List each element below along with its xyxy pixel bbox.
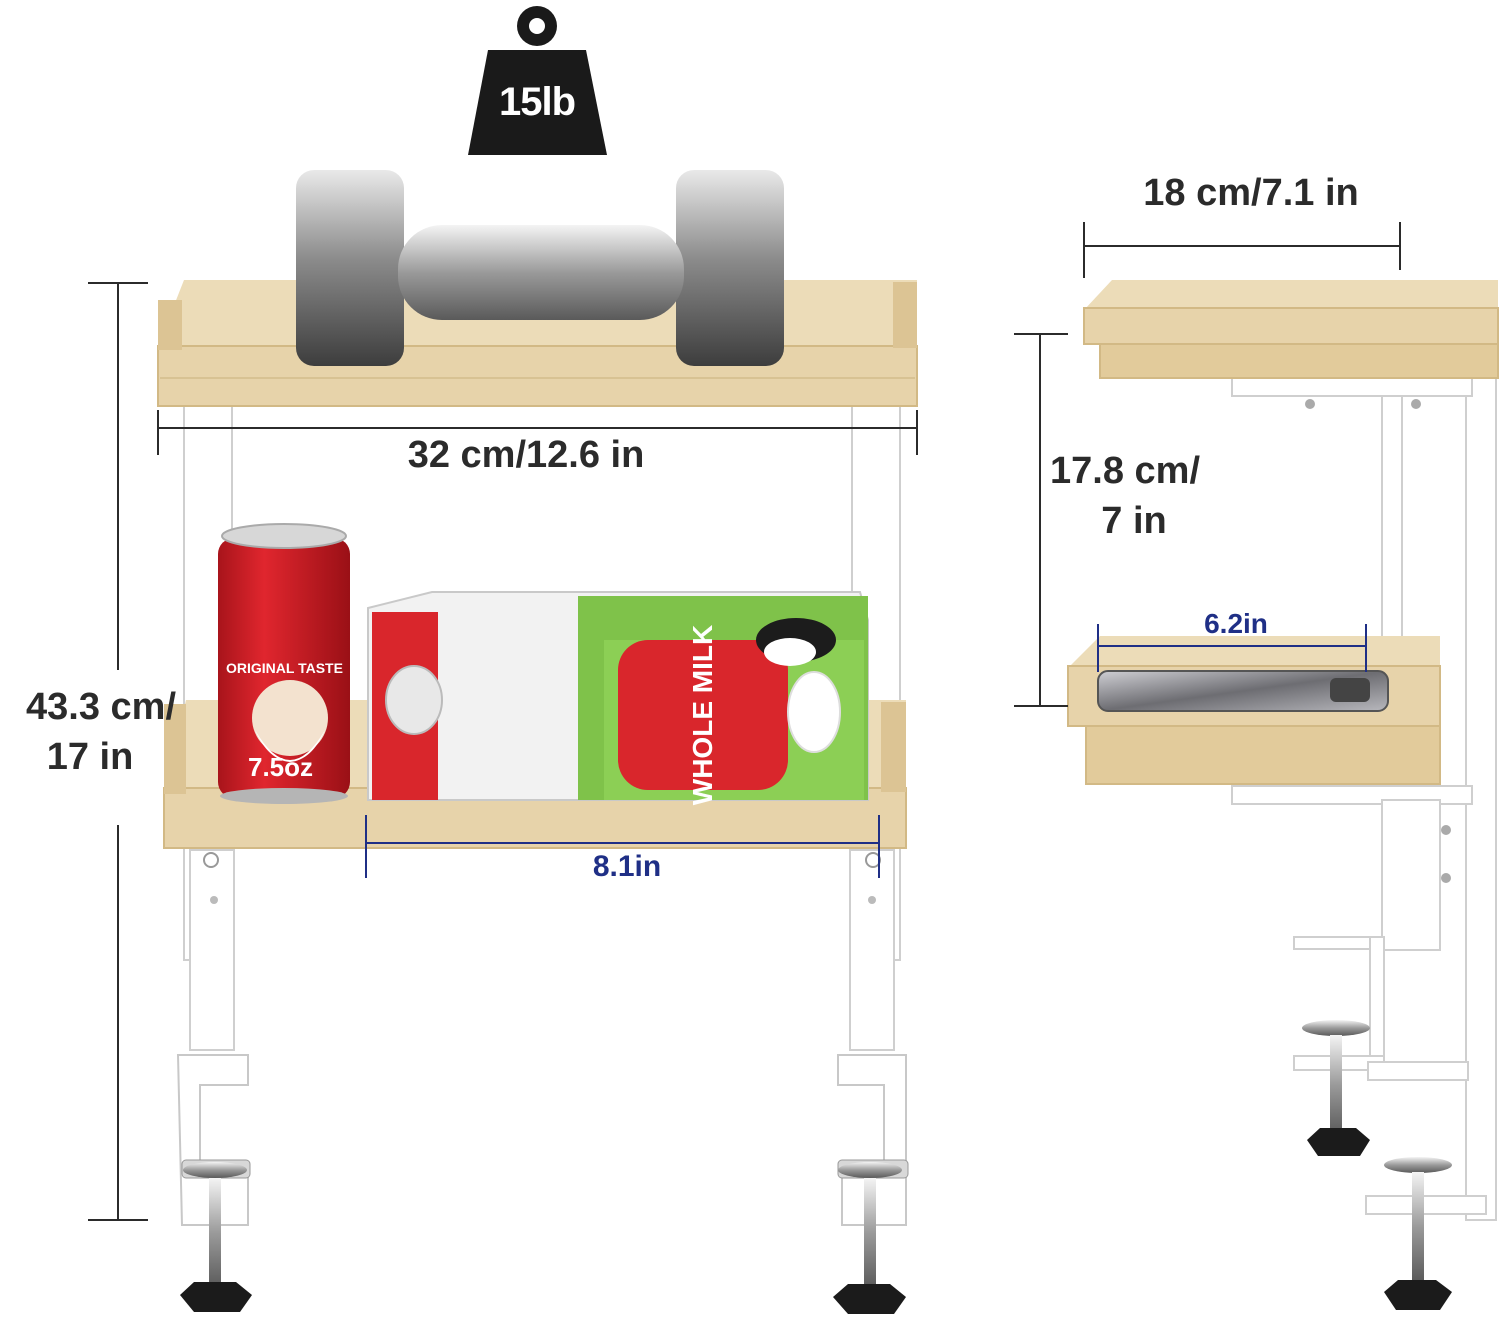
weight-icon	[468, 6, 607, 155]
can-tagline: ORIGINAL TASTE	[226, 660, 343, 676]
side-gap-label-line2: 7 in	[1101, 500, 1167, 542]
carton-label: WHOLE MILK	[687, 624, 718, 806]
side-depth-label: 18 cm/7.1 in	[1143, 172, 1359, 214]
side-gap-label-line1: 17.8 cm/	[1050, 450, 1200, 492]
width-dimension-line	[157, 410, 918, 455]
front-height-label-line1: 43.3 cm/	[26, 686, 176, 728]
side-lower-depth-dimension-line	[1097, 624, 1367, 672]
front-right-clamp	[833, 1054, 909, 1314]
height-dimension-line	[88, 282, 148, 1221]
side-lower-depth-label: 6.2in	[1204, 608, 1268, 639]
front-width-label: 32 cm/12.6 in	[407, 434, 645, 476]
side-top-shelf	[1083, 280, 1499, 379]
front-height-label-line2: 17 in	[46, 736, 134, 778]
side-gap-dimension-line	[1014, 333, 1068, 707]
milk-carton	[367, 591, 869, 801]
side-shelf-unit	[1014, 222, 1499, 1310]
side-depth-dimension-line	[1083, 222, 1401, 278]
soda-can	[218, 523, 350, 804]
can-size: 7.5oz	[248, 752, 314, 782]
front-shelf-unit	[88, 170, 918, 1314]
lower-depth-dimension-line	[365, 815, 880, 878]
smartphone	[1097, 670, 1389, 712]
front-left-clamp	[176, 1054, 252, 1312]
dumbbell	[296, 170, 784, 366]
front-lower-depth-label: 8.1in	[592, 850, 662, 883]
weight-label: 15lb	[498, 80, 576, 124]
